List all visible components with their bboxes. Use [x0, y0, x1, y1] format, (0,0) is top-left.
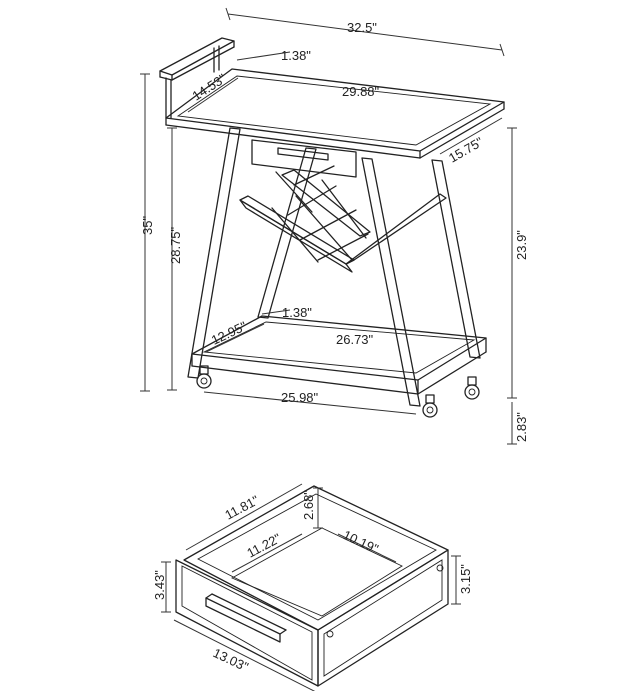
top-tray-height-label: 23.9": [514, 230, 529, 260]
overall-width-label: 32.5": [347, 20, 377, 35]
drawer-side-height-label: 2.68": [301, 490, 316, 520]
overall-height-label: 35": [140, 216, 155, 235]
top-depth-label: 14.53": [189, 70, 229, 103]
cart-wheels: [196, 365, 480, 418]
cart-dimension-lines: [140, 7, 517, 445]
bottom-depth-label: 12.95": [209, 318, 249, 347]
handle-height-label: 28.75": [168, 226, 183, 264]
top-tray: [165, 68, 505, 159]
drawer-detail-drawing: [175, 485, 449, 687]
cart-handle: [159, 37, 235, 119]
wine-rack: [239, 165, 447, 273]
wheel-height-label: 2.83": [514, 412, 529, 442]
drawer-inner-width-label: 10.19": [341, 527, 381, 556]
drawer-front-width-label: 13.03": [211, 645, 251, 674]
drawer-dimension-lines: [161, 483, 461, 691]
drawer-front-height-left-label: 3.43": [152, 570, 167, 600]
drawer-front-height-right-label: 3.15": [458, 564, 473, 594]
cart-dimension-labels: 32.5" 1.38" 14.53" 29.88" 15.75" 35" 28.…: [140, 20, 529, 442]
bottom-width-label: 25.98": [281, 390, 319, 405]
top-length-label: 29.88": [342, 84, 380, 99]
bottom-length-label: 26.73": [336, 332, 374, 347]
cart-drawer: [251, 139, 357, 178]
drawer-inner-depth-label: 11.22": [244, 530, 283, 560]
bottom-rim-label: 1.38": [282, 305, 312, 320]
top-rim-label: 1.38": [281, 48, 311, 63]
bottom-tray: [191, 315, 487, 395]
bar-cart-drawing: [159, 37, 505, 418]
cart-legs: [187, 127, 481, 407]
drawer-dimension-labels: 11.81" 2.68" 11.22" 10.19" 3.43" 3.15" 1…: [152, 490, 473, 675]
